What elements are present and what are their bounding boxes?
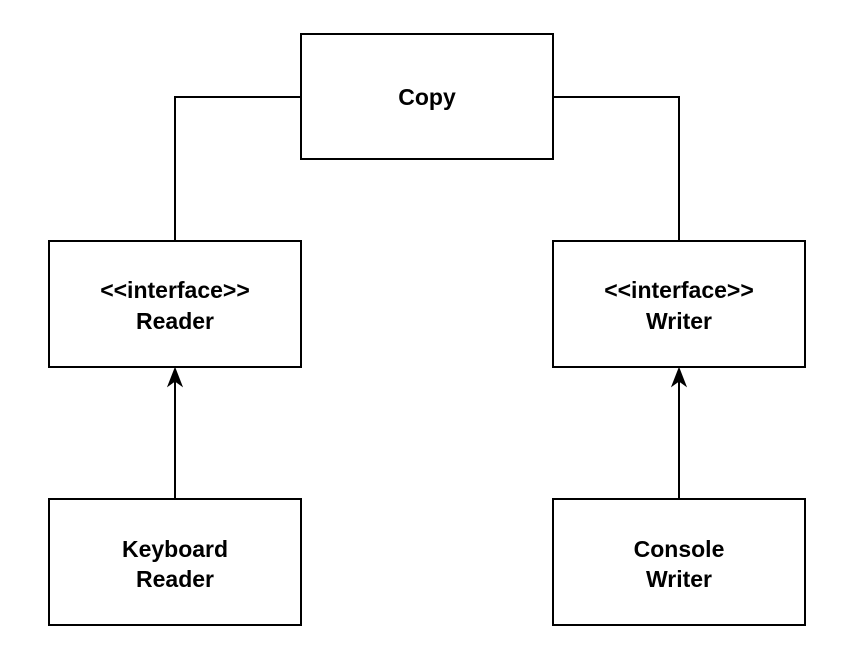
node-writer-box <box>552 240 806 368</box>
edge-copy-to-writer <box>553 96 680 241</box>
node-console-writer[interactable]: Console Writer <box>552 498 806 626</box>
node-reader-box <box>48 240 302 368</box>
node-copy[interactable]: Copy <box>300 33 554 160</box>
node-copy-label: Copy <box>398 84 456 110</box>
node-console-writer-line1: Console <box>634 536 725 562</box>
arrow-head-reader <box>166 366 184 388</box>
node-console-writer-box <box>552 498 806 626</box>
node-console-writer-line2: Writer <box>646 566 712 592</box>
arrow-head-writer <box>670 366 688 388</box>
node-writer-stereotype: <<interface>> <box>604 277 754 303</box>
node-reader-interface[interactable]: <<interface>> Reader <box>48 240 302 368</box>
node-writer-name: Writer <box>646 308 712 334</box>
edge-copy-to-reader <box>174 96 301 241</box>
node-reader-name: Reader <box>136 308 214 334</box>
node-keyboard-reader-line2: Reader <box>136 566 214 592</box>
node-keyboard-reader-line1: Keyboard <box>122 536 228 562</box>
node-copy-box <box>300 33 554 160</box>
node-writer-interface[interactable]: <<interface>> Writer <box>552 240 806 368</box>
node-keyboard-reader[interactable]: Keyboard Reader <box>48 498 302 626</box>
node-reader-stereotype: <<interface>> <box>100 277 250 303</box>
node-keyboard-reader-box <box>48 498 302 626</box>
